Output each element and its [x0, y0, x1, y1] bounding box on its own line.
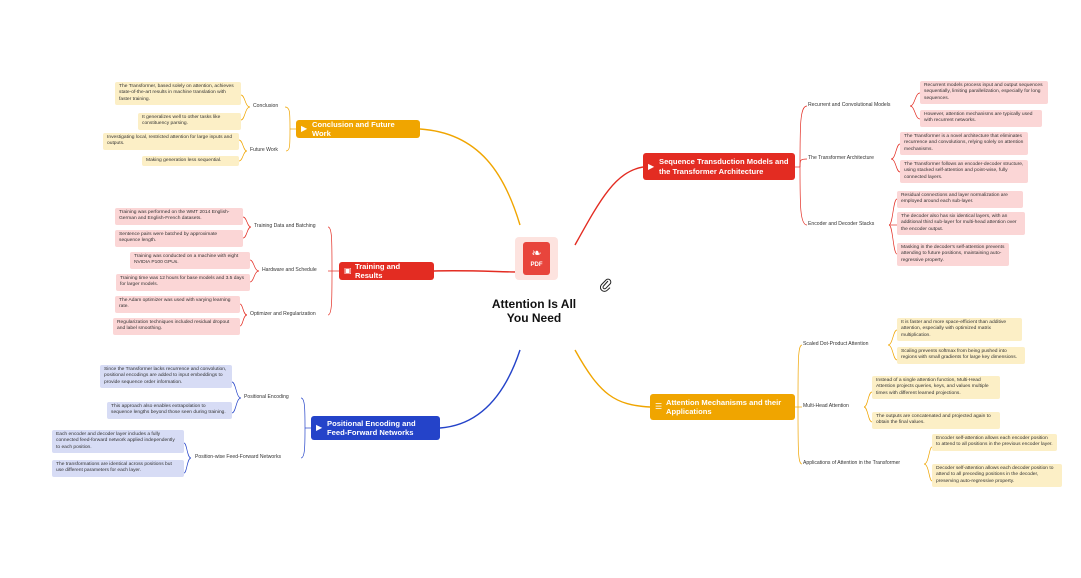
pdf-icon-label: PDF	[530, 262, 543, 268]
list-icon: ☰	[655, 402, 663, 411]
subtopic-feed-forward-networks[interactable]: Position-wise Feed-Forward Networks	[195, 454, 282, 460]
subtopic-optimizer-regularization[interactable]: Optimizer and Regularization	[250, 311, 316, 317]
leaf-stacks-3[interactable]: Masking in the decoder's self-attention …	[897, 243, 1009, 267]
leaf-recurrent-2[interactable]: However, attention mechanisms are typica…	[920, 110, 1042, 127]
leaf-conclusion-1[interactable]: The Transformer, based solely on attenti…	[115, 82, 241, 106]
subtopic-future-work[interactable]: Future Work	[250, 147, 278, 153]
subtopic-scaled-dot-product[interactable]: Scaled Dot-Product Attention	[803, 341, 869, 347]
leaf-encoding-2[interactable]: This approach also enables extrapolation…	[107, 402, 232, 419]
leaf-scaled-1[interactable]: It is faster and more space-efficient th…	[897, 318, 1022, 342]
leaf-ffn-1[interactable]: Each encoder and decoder layer includes …	[52, 430, 184, 454]
leaf-stacks-1[interactable]: Residual connections and layer normaliza…	[897, 191, 1023, 208]
central-topic-title[interactable]: Attention Is All You Need	[491, 297, 577, 326]
topic-conclusion-future-work[interactable]: ▶ Conclusion and Future Work	[296, 120, 420, 138]
leaf-scaled-2[interactable]: Scaling prevents softmax from being push…	[897, 347, 1025, 364]
leaf-future-1[interactable]: Investigating local, restricted attentio…	[103, 133, 239, 150]
branch-line-conclusion	[419, 128, 521, 226]
subtopic-transformer-architecture[interactable]: The Transformer Architecture	[808, 155, 874, 161]
subtopic-positional-encoding[interactable]: Positional Encoding	[244, 394, 289, 400]
leaf-multihead-1[interactable]: Instead of a single attention function, …	[872, 376, 1000, 400]
subtopic-training-data[interactable]: Training Data and Batching	[254, 223, 316, 229]
topic-positional-encoding-ffn[interactable]: ▶ Positional Encoding and Feed-Forward N…	[311, 416, 440, 440]
topic-label: Attention Mechanisms and their Applicati…	[666, 397, 782, 416]
leaf-hardware-2[interactable]: Training time was 12 hours for base mode…	[116, 274, 250, 291]
branch-line-positional	[439, 349, 521, 429]
leaf-encoding-1[interactable]: Since the Transformer lacks recurrence a…	[100, 365, 232, 389]
subtopic-conclusion[interactable]: Conclusion	[253, 103, 279, 109]
leaf-data-1[interactable]: Training was performed on the WMT 2014 E…	[115, 208, 243, 225]
play-icon: ▶	[301, 124, 308, 133]
topic-label: Positional Encoding and Feed-Forward Net…	[327, 418, 416, 437]
subtopic-recurrent-models[interactable]: Recurrent and Convolutional Models	[808, 102, 891, 108]
leaf-applications-2[interactable]: Decoder self-attention allows each decod…	[932, 464, 1062, 488]
subtopic-encoder-decoder-stacks[interactable]: Encoder and Decoder Stacks	[808, 221, 875, 227]
subtopic-multi-head-attention[interactable]: Multi-Head Attention	[803, 403, 849, 409]
branch-line-training	[433, 270, 519, 273]
leaf-future-2[interactable]: Making generation less sequential.	[142, 156, 239, 167]
leaf-applications-1[interactable]: Encoder self-attention allows each encod…	[932, 434, 1057, 451]
topic-training-results[interactable]: ▣ Training and Results	[339, 262, 434, 280]
subtopic-applications-of-attention[interactable]: Applications of Attention in the Transfo…	[803, 460, 901, 466]
topic-attention-mechanisms[interactable]: ☰ Attention Mechanisms and their Applica…	[650, 394, 795, 420]
leaf-multihead-2[interactable]: The outputs are concatenated and project…	[872, 412, 1000, 429]
leaf-data-2[interactable]: Sentence pairs were batched by approxima…	[115, 230, 243, 247]
paperclip-icon[interactable]	[600, 278, 612, 292]
topic-label: Training and Results	[355, 261, 401, 280]
topic-sequence-transduction[interactable]: ▶ Sequence Transduction Models and the T…	[643, 153, 795, 180]
topic-label: Sequence Transduction Models and the Tra…	[659, 157, 789, 176]
leaf-stacks-2[interactable]: The decoder also has six identical layer…	[897, 212, 1025, 236]
play-icon: ▶	[648, 161, 655, 171]
leaf-optimizer-2[interactable]: Regularization techniques included resid…	[113, 318, 240, 335]
play-icon: ▶	[316, 423, 323, 432]
topic-label: Conclusion and Future Work	[312, 119, 395, 138]
leaf-optimizer-1[interactable]: The Adam optimizer was used with varying…	[115, 296, 240, 313]
leaf-transformer-2[interactable]: The Transformer follows an encoder-decod…	[900, 160, 1028, 184]
acrobat-icon: ❧	[531, 246, 542, 260]
leaf-conclusion-2[interactable]: It generalizes well to other tasks like …	[138, 113, 241, 130]
pdf-file-icon[interactable]: ❧ PDF	[515, 237, 558, 280]
train-icon: ▣	[344, 266, 352, 275]
leaf-hardware-1[interactable]: Training was conducted on a machine with…	[130, 252, 250, 269]
leaf-recurrent-1[interactable]: Recurrent models process input and outpu…	[920, 81, 1048, 105]
branch-line-attention	[574, 349, 651, 408]
branch-line-sequence	[574, 166, 644, 246]
leaf-transformer-1[interactable]: The Transformer is a novel architecture …	[900, 132, 1028, 156]
subtopic-hardware-schedule[interactable]: Hardware and Schedule	[262, 267, 317, 273]
leaf-ffn-2[interactable]: The transformations are identical across…	[52, 460, 184, 477]
